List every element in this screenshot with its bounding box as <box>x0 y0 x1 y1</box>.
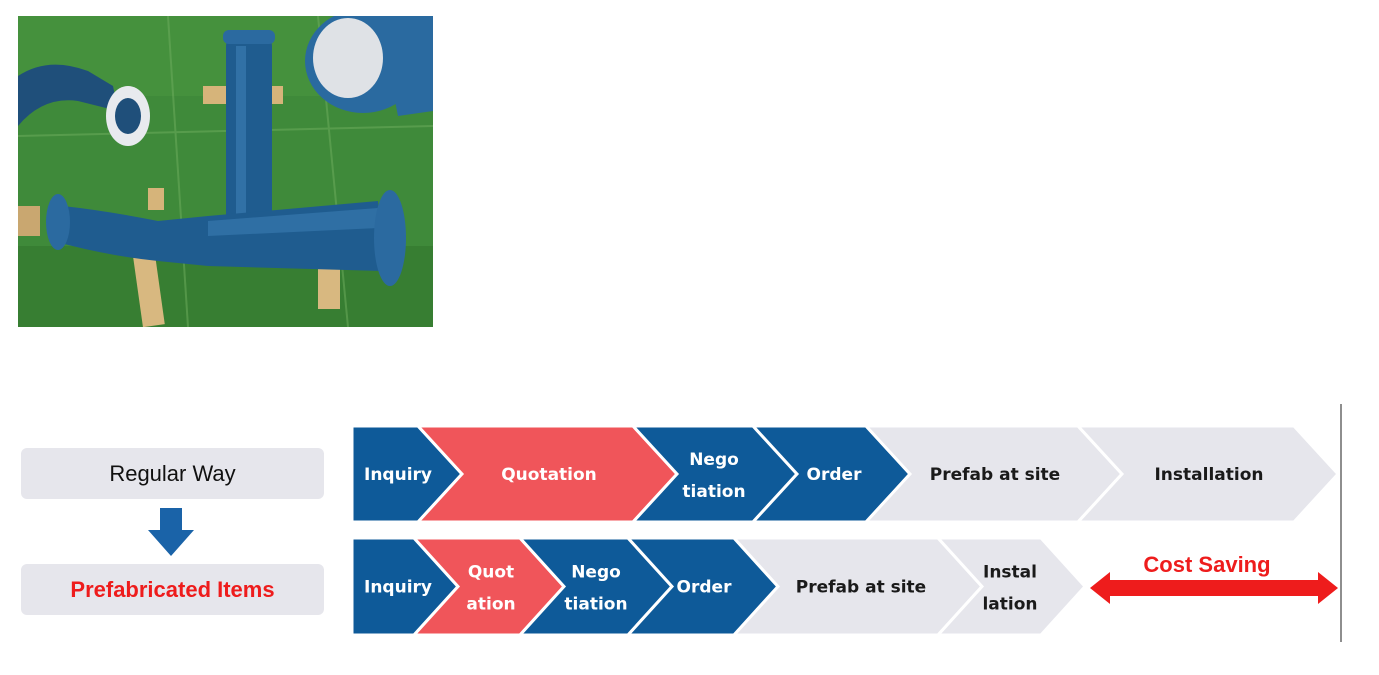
regular-way-process-row: Inquiry Quotation Nego tiation Order Prefab a… <box>350 424 1341 524</box>
prefabricated-items-label: Prefabricated Items <box>70 576 275 602</box>
regular-way-box: Regular Way <box>21 448 324 499</box>
down-arrow-icon <box>148 508 194 556</box>
row2-step-4-label: Order <box>677 578 733 598</box>
row1-step-2-label: Quotation <box>501 465 597 485</box>
row2-step-6-label: Instal <box>983 563 1037 583</box>
cost-saving-double-arrow <box>1090 572 1338 604</box>
row2-step-3-label: tiation <box>564 595 627 615</box>
row2-step-6-chevron <box>934 536 1088 637</box>
row1-step-4-label: Order <box>807 465 863 485</box>
row1-step-3-label: Nego <box>689 450 739 470</box>
row2-step-1-label: Inquiry <box>364 578 432 598</box>
regular-way-label: Regular Way <box>109 460 236 486</box>
row1-step-3-label: tiation <box>682 482 745 502</box>
row2-step-2-label: Quot <box>468 563 514 583</box>
row2-step-3-label: Nego <box>571 563 621 583</box>
row2-step-6-label: lation <box>982 595 1037 615</box>
row2-step-5-label: Prefab at site <box>796 578 926 598</box>
row1-step-6-chevron <box>1074 424 1341 524</box>
row2-step-2-label: ation <box>466 595 515 615</box>
row1-step-5-label: Prefab at site <box>930 465 1060 485</box>
row1-step-1-label: Inquiry <box>364 465 432 485</box>
cost-saving-label: Cost Saving <box>1143 552 1270 577</box>
prefab-process-row: Inquiry Quot ation Nego tiation Order Prefab a… <box>350 536 1088 637</box>
pipe-fittings-photo <box>18 16 433 327</box>
prefabricated-items-box: Prefabricated Items <box>21 564 324 615</box>
row1-step-6-label: Installation <box>1154 465 1263 485</box>
